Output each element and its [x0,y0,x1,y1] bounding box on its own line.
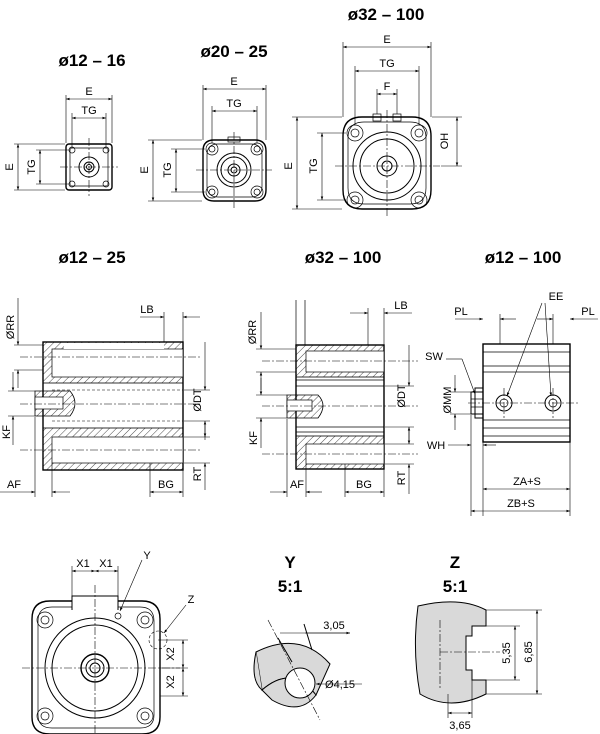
dim-EE: EE [549,291,564,303]
dim-X1-right: X1 [99,558,112,570]
label-Z: Z [188,594,195,606]
dim-y-width: 3,05 [323,620,344,632]
dim-LB-small: LB [140,304,153,316]
section-view-large: ØRR LB ØDT KF AF BG RT [247,300,418,497]
dim-KF-large: KF [248,431,260,445]
dim-RR-large: ØRR [247,320,259,345]
title-front-large: ø32 – 100 [348,5,425,24]
dim-RT-small: RT [192,466,204,481]
dim-X1-left: X1 [76,558,89,570]
front-view-small: E TG E TG [4,86,118,196]
side-view-all: PL PL EE SW ØMM WH ZA+S ZB+S [425,291,598,516]
dim-BG-large: BG [356,479,372,491]
dim-DT-small: ØDT [192,388,204,412]
dim-OH-large: OH [439,133,451,150]
dim-RT-large: RT [396,470,408,485]
dim-TG-small-h: TG [81,105,96,117]
dim-E-small-h: E [85,86,92,98]
dim-E-large-h: E [383,34,390,46]
front-view-detail: X1 X1 Y Z X2 X2 [22,550,195,734]
detail-y: 3,05 Ø4,15 [253,619,362,721]
dim-E-mid-v: E [139,166,151,173]
dim-ZBS: ZB+S [507,498,535,510]
dim-MM: ØMM [442,387,454,414]
front-view-mid: E TG E TG [139,76,272,208]
front-view-large: E TG F E TG OH [283,34,462,218]
dim-AF-large: AF [290,479,304,491]
title-detail-z: Z [450,553,460,572]
dim-KF-small: KF [1,425,13,439]
dim-E-small-v: E [4,163,16,170]
title-front-small: ø12 – 16 [58,51,125,70]
title-detail-y: Y [284,553,296,572]
section-view-small: ØRR LB ØDT KF AF BG RT [0,298,210,497]
dim-TG-small-v: TG [26,159,38,174]
dim-DT-large: ØDT [396,384,408,408]
title-front-mid: ø20 – 25 [200,42,267,61]
dim-SW: SW [425,351,443,363]
dim-TG-large-v: TG [308,158,320,173]
title-side-all: ø12 – 100 [485,248,562,267]
title-detail-y-scale: 5:1 [278,577,303,596]
dim-E-large-v: E [283,162,295,169]
dim-X2-top: X2 [165,647,177,660]
dim-PL-left: PL [454,306,467,318]
dim-E-mid-h: E [230,76,237,88]
dim-X2-bottom: X2 [165,675,177,688]
dim-y-dia: Ø4,15 [325,679,355,691]
dim-z-width: 3,65 [449,720,470,732]
dim-WH: WH [427,440,445,452]
dim-AF-small: AF [7,479,21,491]
title-section-large: ø32 – 100 [305,248,382,267]
dim-LB-large: LB [394,300,407,312]
dim-F-large: F [384,81,391,93]
dim-z-h1: 5,35 [501,642,513,663]
dim-ZAS: ZA+S [513,476,541,488]
dim-TG-mid-h: TG [226,98,241,110]
title-section-small: ø12 – 25 [58,248,125,267]
dim-BG-small: BG [158,479,174,491]
title-detail-z-scale: 5:1 [443,577,468,596]
detail-z: 5,35 6,85 3,65 [414,601,542,732]
dim-TG-large-h: TG [379,58,394,70]
dim-PL-right: PL [581,306,594,318]
dim-TG-mid-v: TG [162,162,174,177]
label-Y: Y [143,550,151,562]
dim-RR-small: ØRR [5,315,17,340]
dim-z-h2: 6,85 [523,641,535,662]
